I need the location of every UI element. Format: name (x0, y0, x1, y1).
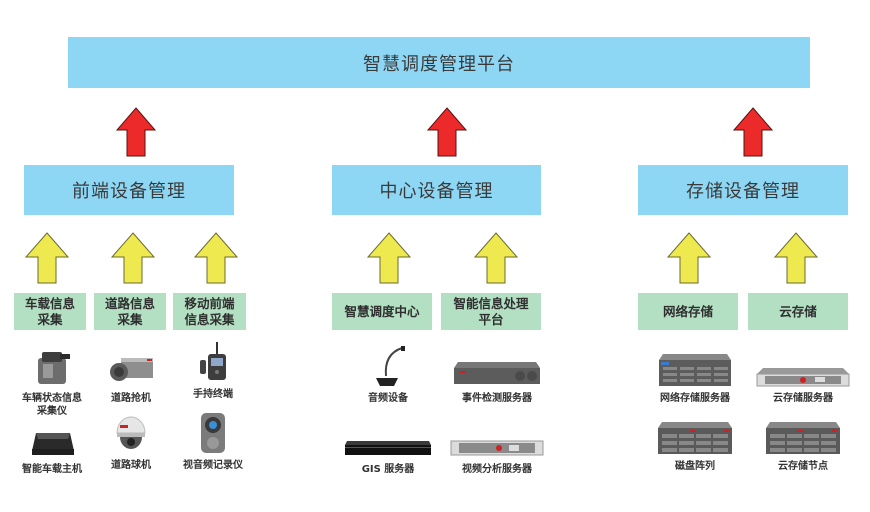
device-item: 云存储服务器 (748, 346, 858, 405)
device-item: 网络存储服务器 (640, 346, 750, 405)
rack-server-icon (756, 368, 850, 387)
device-item: 事件检测服务器 (442, 346, 552, 405)
device-label: 道路球机 (111, 460, 151, 471)
device-label: GIS 服务器 (361, 464, 415, 475)
vehicle-sensor-icon (38, 352, 70, 384)
red-up-arrow-icon (115, 107, 157, 157)
handheld-terminal-icon (200, 342, 226, 380)
device-item: 视频分析服务器 (442, 417, 552, 476)
yellow-up-arrow-icon (366, 232, 412, 284)
device-item: 车辆状态信息 采集仪 (0, 346, 107, 418)
server-icon (454, 362, 540, 384)
device-item: 云存储节点 (748, 414, 858, 473)
yellow-up-arrow-icon (193, 232, 239, 284)
device-item: 道路球机 (76, 413, 186, 472)
yellow-up-arrow-icon (473, 232, 519, 284)
device-label: 智能车载主机 (22, 464, 82, 475)
source-box: 云存储 (748, 293, 848, 330)
source-box: 智能信息处理 平台 (441, 293, 541, 330)
source-box: 移动前端 信息采集 (173, 293, 246, 330)
device-label: 磁盘阵列 (675, 461, 715, 472)
yellow-up-arrow-icon (773, 232, 819, 284)
device-label: 网络存储服务器 (660, 393, 730, 404)
platform-title: 智慧调度管理平台 (363, 53, 515, 75)
storage-server-icon (659, 354, 731, 386)
device-label: 云存储服务器 (773, 393, 833, 404)
source-box: 道路信息 采集 (94, 293, 166, 330)
source-box: 车载信息 采集 (14, 293, 86, 330)
device-label: 音频设备 (368, 393, 408, 404)
disk-array-icon (658, 422, 732, 454)
device-item: 道路抢机 (76, 346, 186, 405)
red-up-arrow-icon (732, 107, 774, 157)
yellow-up-arrow-icon (666, 232, 712, 284)
group-title: 前端设备管理 (72, 181, 186, 202)
storage-management-box: 存储设备管理 (638, 165, 848, 215)
box-camera-icon (110, 358, 153, 381)
device-label: 视音频记录仪 (183, 460, 243, 471)
group-title: 存储设备管理 (686, 181, 800, 202)
device-label: 事件检测服务器 (462, 393, 532, 404)
device-label: 云存储节点 (778, 461, 828, 472)
rack-server-icon (345, 441, 431, 455)
frontend-management-box: 前端设备管理 (24, 165, 234, 215)
dome-camera-icon (116, 416, 146, 449)
disk-array-icon (766, 422, 840, 454)
yellow-up-arrow-icon (24, 232, 70, 284)
vehicle-host-icon (32, 433, 74, 455)
group-title: 中心设备管理 (379, 181, 494, 202)
device-item: 智能车载主机 (0, 417, 107, 476)
device-item: GIS 服务器 (333, 417, 443, 476)
device-item: 手持终端 (158, 342, 268, 401)
body-recorder-icon (201, 413, 225, 453)
red-up-arrow-icon (426, 107, 468, 157)
device-label: 车辆状态信息 采集仪 (22, 393, 82, 417)
device-item: 视音频记录仪 (158, 413, 268, 472)
device-item: 音频设备 (333, 346, 443, 405)
device-item: 磁盘阵列 (640, 414, 750, 473)
center-management-box: 中心设备管理 (332, 165, 541, 215)
device-label: 视频分析服务器 (462, 464, 532, 475)
rack-server-icon (450, 440, 544, 456)
device-label: 道路抢机 (111, 393, 151, 404)
yellow-up-arrow-icon (110, 232, 156, 284)
device-label: 手持终端 (193, 389, 233, 400)
microphone-icon (376, 346, 405, 386)
platform-box: 智慧调度管理平台 (68, 37, 810, 88)
source-box: 网络存储 (638, 293, 738, 330)
source-box: 智慧调度中心 (332, 293, 432, 330)
